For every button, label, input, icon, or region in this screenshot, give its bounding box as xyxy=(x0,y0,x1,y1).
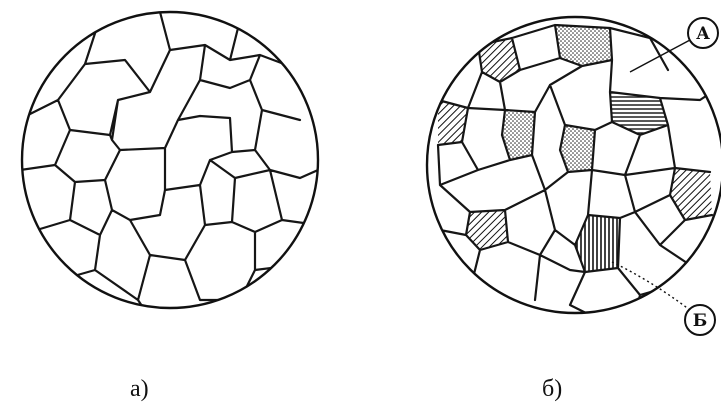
callout-b-label: Б xyxy=(693,311,708,331)
callout-b-leader xyxy=(612,262,690,310)
panel-b-caption: б) xyxy=(542,377,562,401)
shaded-grain xyxy=(670,168,712,220)
panel-a-caption: а) xyxy=(130,377,149,401)
callout-a-label: А xyxy=(696,24,710,44)
panel-a-grains xyxy=(20,12,318,320)
panel-a-circle xyxy=(22,12,318,308)
